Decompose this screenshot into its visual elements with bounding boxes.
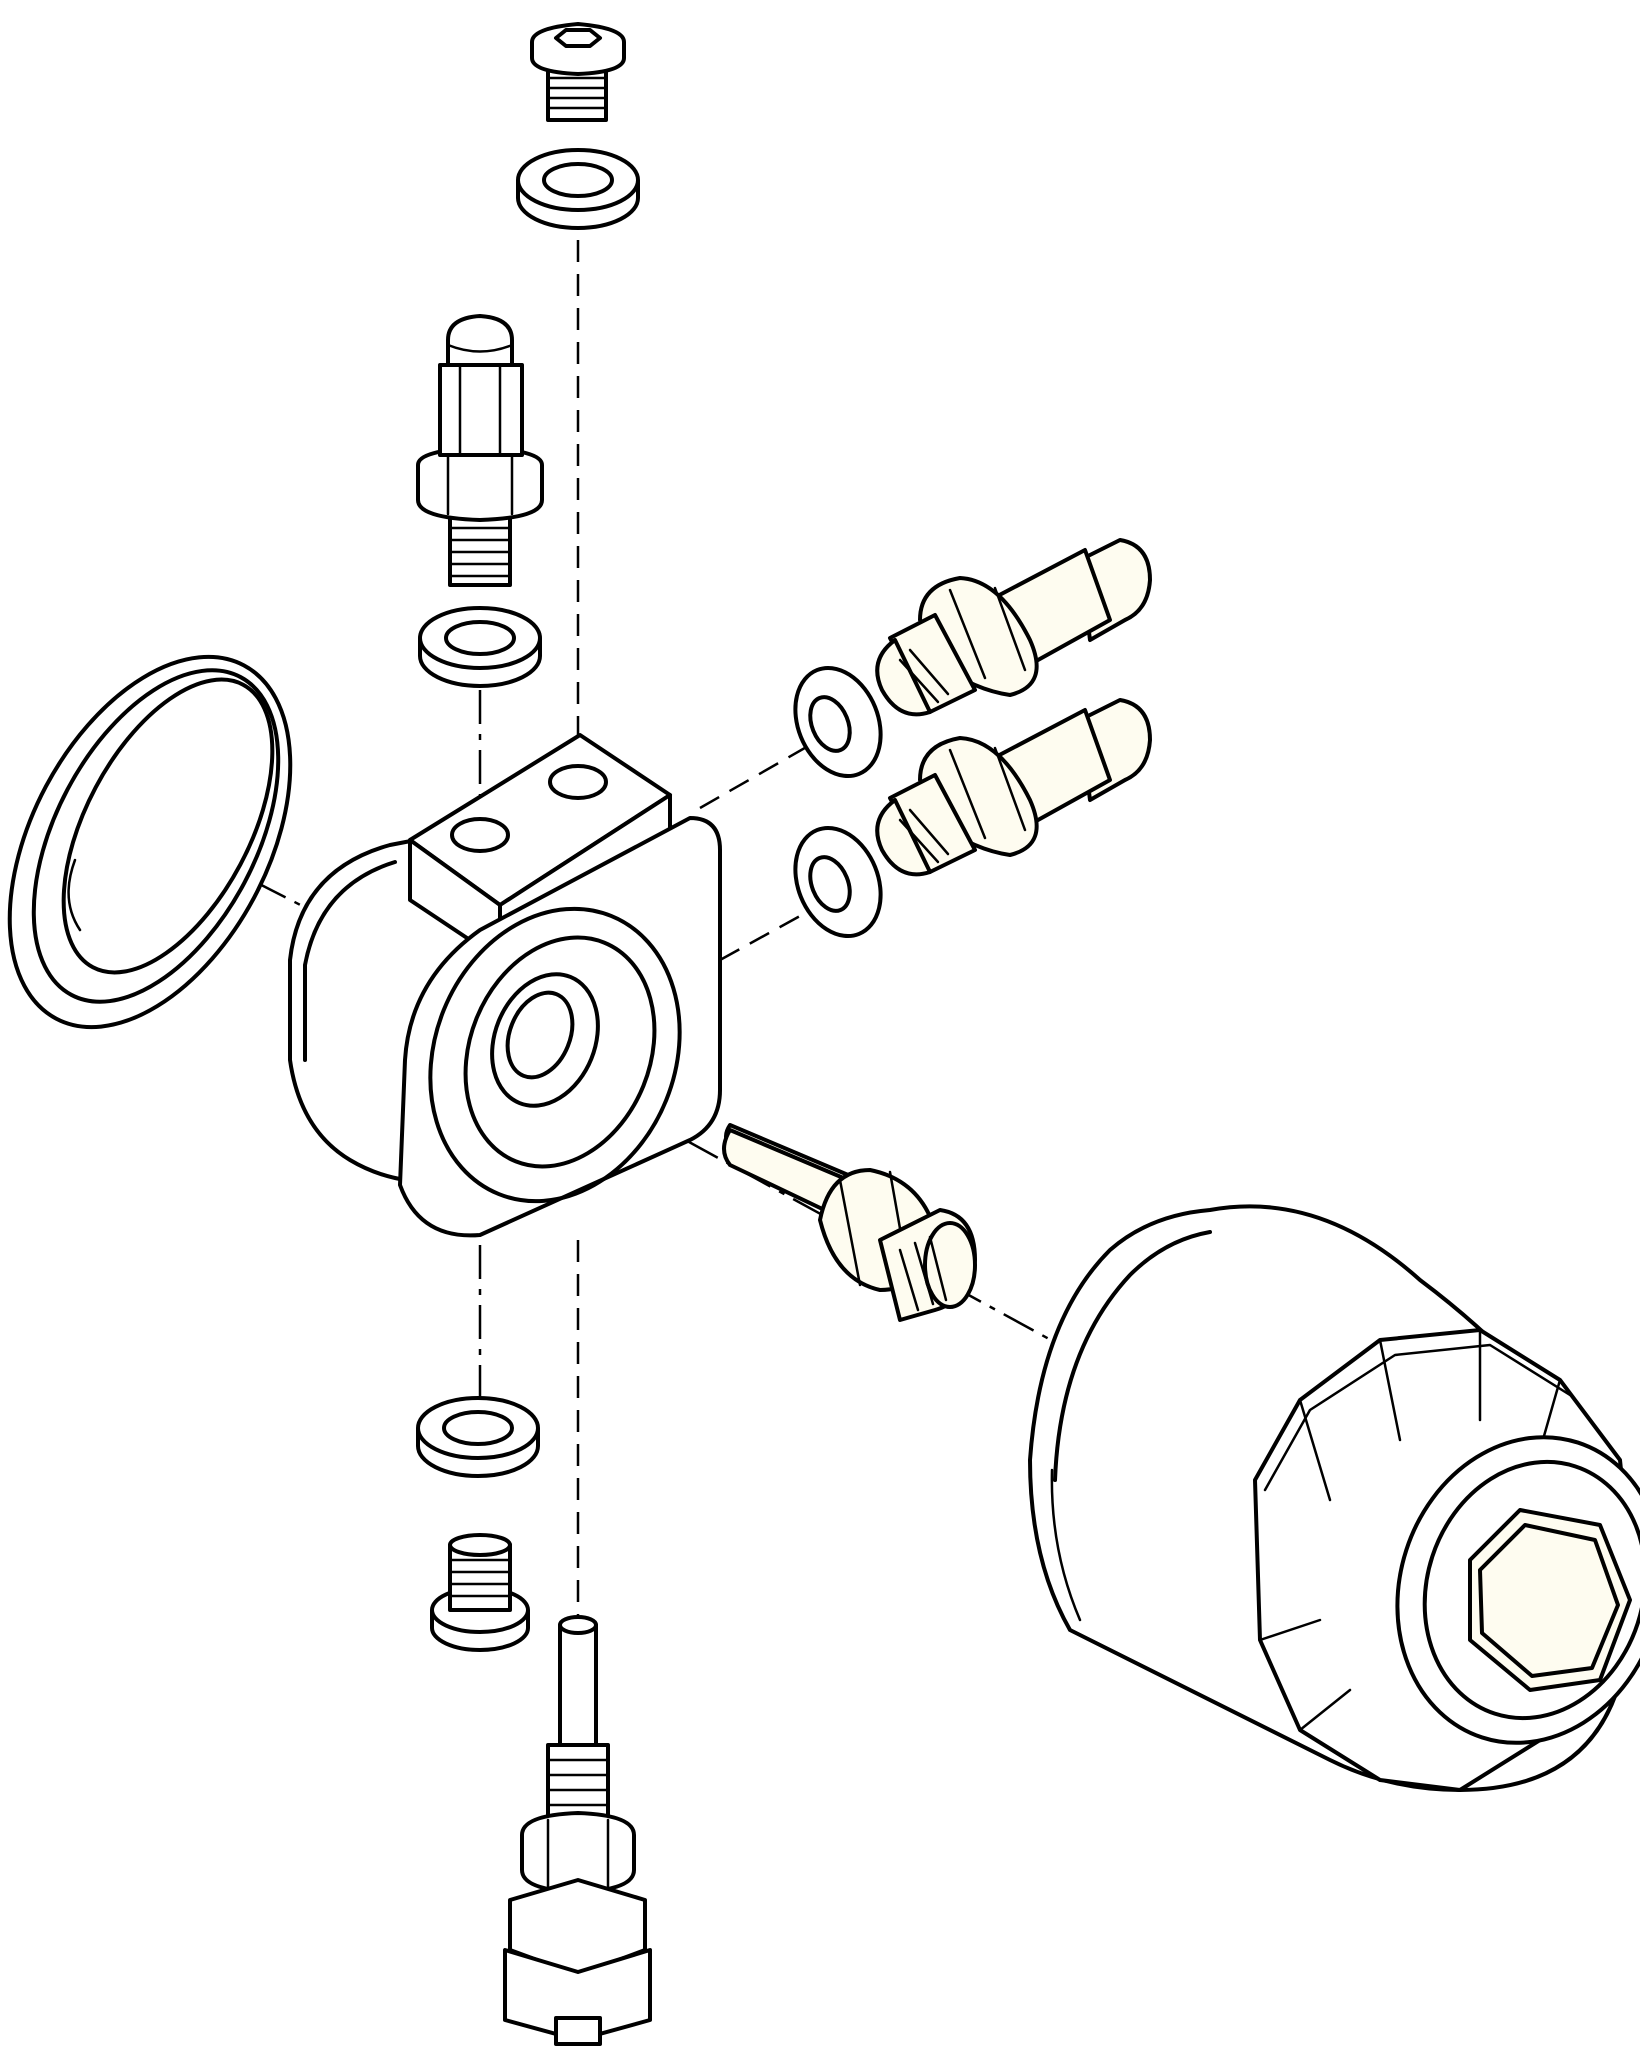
o-ring-highlight	[67, 858, 82, 932]
pressure-switch	[503, 1615, 652, 2046]
adapter-seal-face	[463, 935, 657, 1169]
adapter-bore-outer	[490, 972, 600, 1108]
oil-filter-nut-face	[1478, 1523, 1620, 1678]
top-plug-thread	[546, 66, 608, 122]
upper-left-washer	[418, 606, 542, 688]
oil-filter-flute-ribs	[1258, 1328, 1562, 1732]
stud-body-edges	[458, 363, 502, 457]
adapter-front-boss	[428, 906, 682, 1204]
center-bolt-thread-end	[923, 1221, 977, 1309]
bottom-plug	[430, 1533, 530, 1652]
axis-line-oil-filter	[529, 1053, 1061, 1347]
fitting-upper-barb-rings	[898, 648, 950, 704]
side-washer-lower	[793, 825, 883, 939]
switch-hex-edges	[546, 1818, 610, 1890]
oil-filter-end-cap-ring	[1422, 1459, 1640, 1721]
stud-thread	[448, 513, 512, 587]
adapter-bore-inner	[505, 990, 575, 1080]
lower-washer-hole	[442, 1410, 514, 1446]
center-bolt-shank-body	[722, 1128, 862, 1217]
adapter-block	[288, 733, 722, 1238]
switch-probe	[558, 1623, 598, 1747]
fitting-upper	[875, 538, 1152, 717]
o-ring-outer	[7, 654, 293, 1030]
stud-hex-nut	[416, 446, 544, 522]
center-bolt	[722, 1123, 977, 1322]
switch-thread-lines	[546, 1758, 610, 1822]
adapter-port-right	[548, 764, 608, 800]
o-ring-groove	[61, 677, 275, 975]
oil-filter-flute-edge	[1263, 1343, 1572, 1492]
top-plug	[530, 22, 626, 122]
side-washer-lower-hole	[808, 855, 852, 913]
stud-body	[438, 363, 524, 457]
o-ring	[7, 654, 293, 1030]
top-washer	[516, 148, 640, 230]
adapter-rear-flange-inner	[303, 860, 397, 1062]
axis-line-fitting-lower	[719, 903, 821, 962]
center-bolt-thread-lines	[898, 1235, 948, 1312]
bottom-plug-top	[448, 1533, 512, 1557]
stud-tip-line	[446, 343, 514, 353]
upper-left-washer-hole	[444, 620, 516, 656]
stud-nut-edges	[446, 452, 514, 516]
switch-terminal	[554, 2016, 602, 2046]
top-plug-thread-lines	[546, 76, 608, 110]
fitting-lower-nose	[875, 798, 932, 877]
stud-thread-lines	[448, 526, 512, 578]
adapter-port-left	[450, 817, 510, 853]
hex-socket-icon	[554, 28, 602, 48]
oil-filter	[1028, 1204, 1640, 1792]
o-ring-inner	[31, 668, 281, 1004]
oil-filter-rim-line	[1053, 1230, 1212, 1482]
switch-probe-tip	[558, 1615, 598, 1635]
fitting-lower-hex-edges	[948, 746, 1027, 840]
switch-body	[503, 1948, 652, 2042]
fitting-upper-nose	[875, 638, 932, 717]
stud-tip	[446, 314, 514, 367]
assembly-axis-lines	[94, 240, 1061, 1880]
side-washer-upper	[793, 665, 883, 779]
top-washer-hole	[542, 162, 614, 198]
fitting-lower-barb-rings	[898, 808, 950, 864]
fitting-upper-hex-edges	[948, 586, 1027, 680]
sensor-stud	[416, 314, 544, 587]
side-washer-upper-hole	[808, 695, 852, 753]
lower-washer	[416, 1396, 540, 1478]
oil-filter-rim-shadow	[1050, 1468, 1082, 1622]
bottom-plug-thread-lines	[448, 1558, 512, 1598]
fitting-lower	[875, 698, 1152, 877]
axis-line-fitting-upper	[699, 743, 811, 810]
